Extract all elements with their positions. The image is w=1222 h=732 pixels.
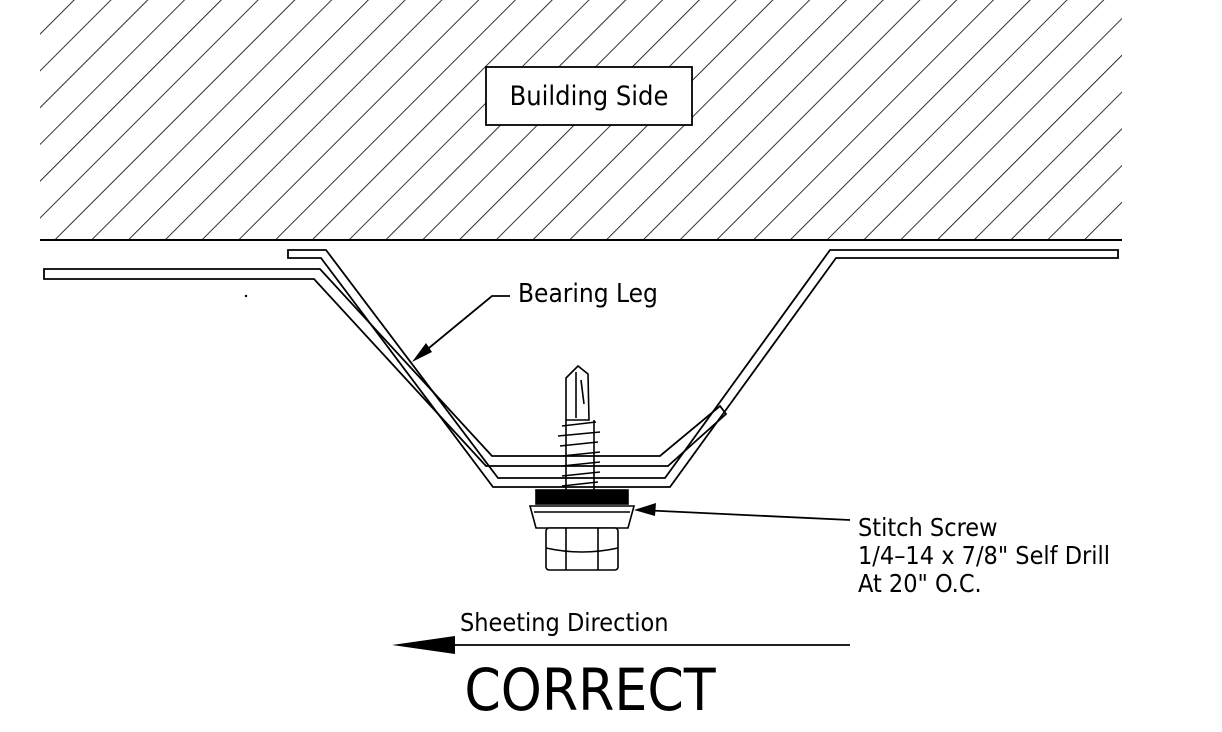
stitch-screw-title: Stitch Screw (858, 513, 998, 542)
building-side-text: Building Side (510, 81, 669, 112)
stitch-screw-leader (634, 503, 851, 521)
lower-deck-sheet (43, 268, 728, 467)
bearing-leg-label: Bearing Leg (518, 279, 658, 309)
bearing-leg-leader (412, 295, 510, 362)
upper-deck-sheet (287, 249, 1119, 488)
speck-dot (244, 294, 248, 298)
stitch-screw-spacing: At 20" O.C. (858, 569, 982, 598)
stitch-screw-callout: Stitch Screw 1/4–14 x 7/8" Self Drill At… (858, 513, 1110, 598)
left-arrow-icon (392, 636, 850, 654)
stitch-screw-spec: 1/4–14 x 7/8" Self Drill (858, 541, 1110, 570)
verdict-label: CORRECT (464, 656, 716, 724)
self-drilling-screw-icon (528, 364, 636, 571)
building-side-label: Building Side (485, 66, 693, 126)
sheeting-direction-label: Sheeting Direction (460, 608, 669, 637)
